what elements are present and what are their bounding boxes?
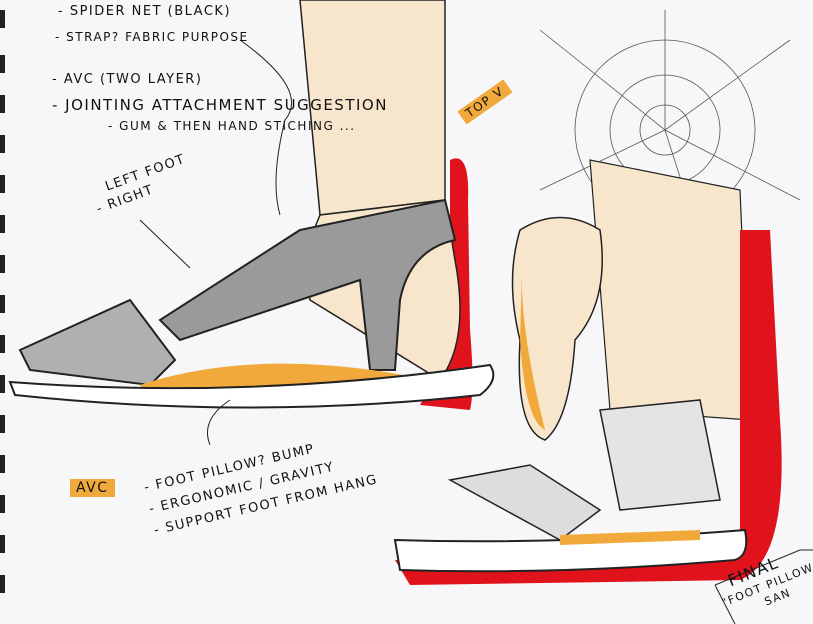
note-strap: - STRAP? FABRIC PURPOSE — [55, 30, 249, 44]
note-avc-layer: - AVC (TWO LAYER) — [52, 72, 203, 87]
note-spider-net: - SPIDER NET (BLACK) — [58, 4, 232, 19]
red-shadow-left — [420, 158, 473, 410]
right-sandal-strap — [447, 464, 602, 541]
left-sandal-strap — [158, 198, 457, 371]
right-leg — [589, 159, 751, 421]
note-jointing: - JOINTING ATTACHMENT SUGGESTION — [52, 96, 388, 114]
top-view-foot — [511, 216, 603, 441]
label-avc: AVC — [70, 479, 115, 497]
left-sole — [8, 363, 495, 409]
spiral-binding — [0, 10, 5, 593]
note-gum: - GUM & THEN HAND STICHING ... — [108, 119, 356, 133]
